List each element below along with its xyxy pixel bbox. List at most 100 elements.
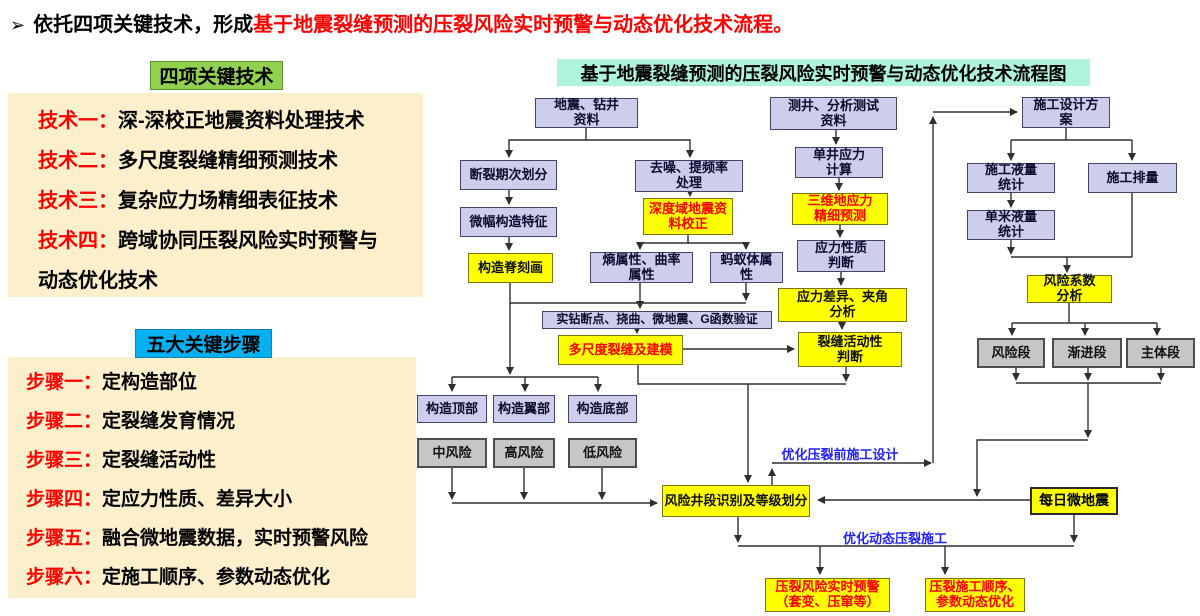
node-logging-analysis-test-data: 测井、分析测试 资料 <box>770 97 897 130</box>
arrowhead <box>650 499 658 507</box>
arrowhead <box>1007 247 1015 255</box>
connector-line <box>508 128 587 157</box>
arrowhead <box>506 367 514 375</box>
bullet-text-black: 依托四项关键技术，形成 <box>33 14 254 36</box>
tech-item: 技术二：多尺度裂缝精细预测技术 <box>38 141 389 181</box>
tech-list: 技术一：深-深校正地震资料处理技术技术二：多尺度裂缝精细预测技术技术三：复杂应力… <box>38 101 389 301</box>
node-depth-domain-correction: 深度域地震资 料校正 <box>643 198 733 235</box>
node-per-meter-fluid-stats: 单米液量 统计 <box>967 210 1055 240</box>
steps-section-header: 五大关键步骤 <box>135 329 272 358</box>
arrowhead <box>929 116 937 124</box>
bullet-line: ➢ 依托四项关键技术，形成基于地震裂缝预测的压裂风险实时预警与动态优化技术流程。 <box>10 8 793 37</box>
arrowhead <box>832 137 840 145</box>
arrowhead <box>742 293 750 301</box>
arrowhead <box>1008 328 1016 336</box>
arrowhead <box>924 459 932 467</box>
arrowhead <box>838 322 846 330</box>
steps-panel: 步骤一：定构造部位步骤二：定裂缝发育情况步骤三：定裂缝活动性步骤四：定应力性质、… <box>8 357 416 598</box>
arrowhead <box>816 567 824 575</box>
arrowhead <box>1081 328 1089 336</box>
step-item-text: 定应力性质、差异大小 <box>102 489 293 510</box>
node-stress-diff-angle-analysis: 应力差异、夹角 分析 <box>778 288 907 322</box>
node-structure-wing: 构造翼部 <box>493 395 555 423</box>
step-item: 步骤六：定施工顺序、参数动态优化 <box>26 558 408 597</box>
step-list: 步骤一：定构造部位步骤二：定裂缝发育情况步骤三：定裂缝活动性步骤四：定应力性质、… <box>26 363 408 597</box>
step-item: 步骤四：定应力性质、差异大小 <box>26 480 408 519</box>
arrowhead <box>1010 108 1018 116</box>
arrowhead <box>1070 535 1078 543</box>
step-item-text: 定施工顺序、参数动态优化 <box>102 567 331 588</box>
arrowhead <box>636 301 644 309</box>
node-risk-coefficient-analysis: 风险系数 分析 <box>1027 274 1112 303</box>
tech-item-label: 技术三： <box>38 190 118 212</box>
arrowhead <box>1007 200 1015 208</box>
node-micro-structure-features: 微幅构造特征 <box>460 207 557 237</box>
arrowhead <box>505 243 513 251</box>
node-seismic-drilling-data: 地震、钻井 资料 <box>535 98 638 128</box>
node-medium-risk: 中风险 <box>417 438 487 468</box>
arrowhead <box>1007 153 1015 161</box>
label-optimize-pre-frac-design: 优化压裂前施工设计 <box>781 447 899 462</box>
arrowhead <box>1012 373 1020 381</box>
flowchart-title: 基于地震裂缝预测的压裂风险实时预警与动态优化技术流程图 <box>557 59 1090 86</box>
node-pump-rate: 施工排量 <box>1088 163 1177 193</box>
step-item: 步骤二：定裂缝发育情况 <box>26 402 408 441</box>
step-item: 步骤三：定裂缝活动性 <box>26 441 408 480</box>
arrowhead <box>1084 373 1092 381</box>
arrowhead <box>598 492 606 500</box>
node-stress-property-judgment: 应力性质 判断 <box>797 240 885 272</box>
tech-item-text: 复杂应力场精细表征技术 <box>118 190 338 212</box>
arrowhead <box>734 535 742 543</box>
arrowhead <box>941 567 949 575</box>
node-fluid-volume-stats: 施工液量 统计 <box>967 163 1055 193</box>
step-item-label: 步骤二： <box>26 411 103 432</box>
arrowhead <box>505 150 513 158</box>
node-frac-sequence-param-optimization: 压裂施工顺序、 参数动态优化 <box>925 578 1025 612</box>
bullet-text-red: 基于地震裂缝预测的压裂风险实时预警与动态优化技术流程。 <box>253 14 794 36</box>
node-multiscale-fracture-modeling: 多尺度裂缝及建模 <box>558 335 683 365</box>
node-risk-interval-identification: 风险井段识别及等级划分 <box>662 485 810 517</box>
arrowhead <box>817 496 825 504</box>
node-progressive-segment: 渐进段 <box>1052 338 1122 368</box>
arrowhead <box>636 242 644 250</box>
step-item-label: 步骤四： <box>26 489 103 510</box>
node-daily-microseismic: 每日微地震 <box>1030 487 1118 515</box>
arrowhead <box>842 374 850 382</box>
step-item-label: 步骤六： <box>26 567 103 588</box>
arrowhead <box>768 468 776 476</box>
node-risk-segment: 风险段 <box>977 338 1045 368</box>
tech-item-text: 深-深校正地震资料处理技术 <box>118 110 365 132</box>
tech-item: 技术一：深-深校正地震资料处理技术 <box>38 101 389 141</box>
arrowhead <box>1157 373 1165 381</box>
connector-line <box>586 139 691 157</box>
node-structure-top: 构造顶部 <box>417 395 487 423</box>
node-fault-stage-division: 断裂期次划分 <box>460 160 557 190</box>
arrow-bullet-icon: ➢ <box>10 15 26 35</box>
arrowhead <box>837 278 845 286</box>
node-low-risk: 低风险 <box>568 438 637 468</box>
connector-line <box>639 235 689 249</box>
arrowhead <box>835 183 843 191</box>
node-construction-design-plan: 施工设计方 案 <box>1022 97 1110 128</box>
node-high-risk: 高风险 <box>493 438 555 468</box>
node-structure-bottom: 构造底部 <box>568 395 637 423</box>
arrowhead <box>686 150 694 158</box>
arrowhead <box>787 345 795 353</box>
connector-line <box>509 283 746 304</box>
step-item-label: 步骤五： <box>26 528 103 549</box>
node-structure-ridge-depiction: 构造脊刻画 <box>468 253 553 283</box>
arrowhead <box>744 475 752 483</box>
tech-item-label: 技术一： <box>38 110 118 132</box>
arrowhead <box>1153 328 1161 336</box>
tech-section-header: 四项关键技术 <box>150 61 283 90</box>
arrowhead <box>1063 265 1071 273</box>
step-item-text: 定裂缝活动性 <box>102 450 217 471</box>
node-three-d-stress-prediction: 三维地应力 精细预测 <box>792 193 888 225</box>
step-item-text: 融合微地震数据，实时预警风险 <box>102 528 369 549</box>
tech-item-text: 跨域协同压裂风险实时预警与动态优化技术 <box>38 230 378 292</box>
label-optimize-dynamic-frac: 优化动态压裂施工 <box>842 531 947 546</box>
node-ant-body-attr: 蚂蚁体属 性 <box>710 252 783 283</box>
arrowhead <box>973 489 981 497</box>
node-drilling-validation: 实钻断点、挠曲、微地震、G函数验证 <box>542 311 772 329</box>
